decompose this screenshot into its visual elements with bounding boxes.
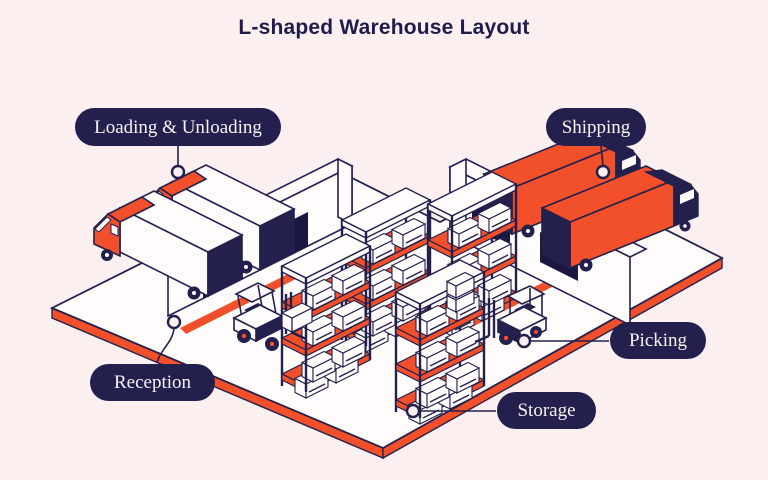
- label-picking: Picking: [610, 322, 706, 359]
- loading-marker: [170, 164, 186, 180]
- label-connectors: [156, 145, 611, 419]
- page-title: L-shaped Warehouse Layout: [238, 16, 530, 39]
- picking-marker: [516, 333, 532, 349]
- label-loading-unloading: Loading & Unloading: [75, 108, 281, 146]
- forklift: [232, 282, 314, 351]
- label-reception: Reception: [90, 364, 215, 401]
- storage-marker: [405, 403, 421, 419]
- shipping-marker: [595, 164, 611, 180]
- reception-marker: [166, 314, 182, 330]
- label-shipping: Shipping: [546, 108, 646, 146]
- label-storage: Storage: [497, 392, 596, 429]
- forklift: [445, 271, 548, 345]
